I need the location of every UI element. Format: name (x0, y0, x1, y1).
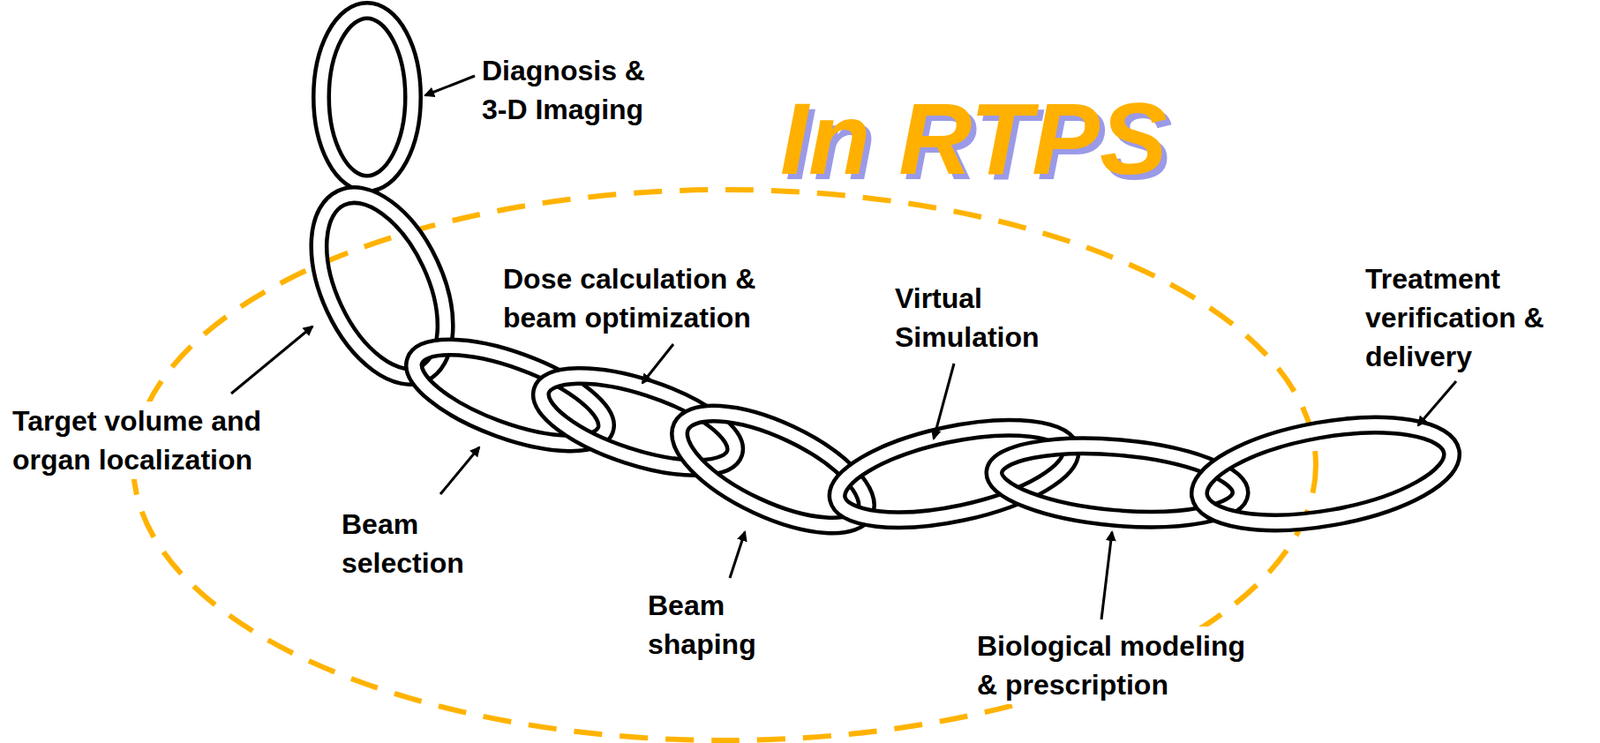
chain-link (1192, 408, 1460, 541)
chain-links (292, 10, 1459, 549)
stage-label: Treatment verification & delivery (1365, 259, 1560, 376)
chain-link (1192, 408, 1460, 541)
chain-link (321, 10, 414, 184)
stage-label: Diagnosis & 3-D Imaging (481, 51, 677, 129)
chain-link (321, 10, 414, 184)
stage-label: Beam selection (341, 504, 474, 583)
dashed-region (133, 189, 1316, 741)
stage-label: Dose calculation & beam optimization (503, 259, 777, 338)
stage-label: Target volume and organ localization (12, 401, 278, 480)
chain-link (829, 410, 1080, 538)
chain-link (829, 410, 1080, 538)
leader-lines (231, 75, 1457, 620)
title-label: In RTPS (780, 81, 1168, 196)
stage-label: Virtual Simulation (894, 278, 1059, 357)
chain-link (292, 175, 472, 397)
stage-label: Beam shaping (647, 585, 781, 664)
stage-label: Biological modeling & prescription (976, 626, 1264, 705)
chain-link (292, 175, 472, 397)
